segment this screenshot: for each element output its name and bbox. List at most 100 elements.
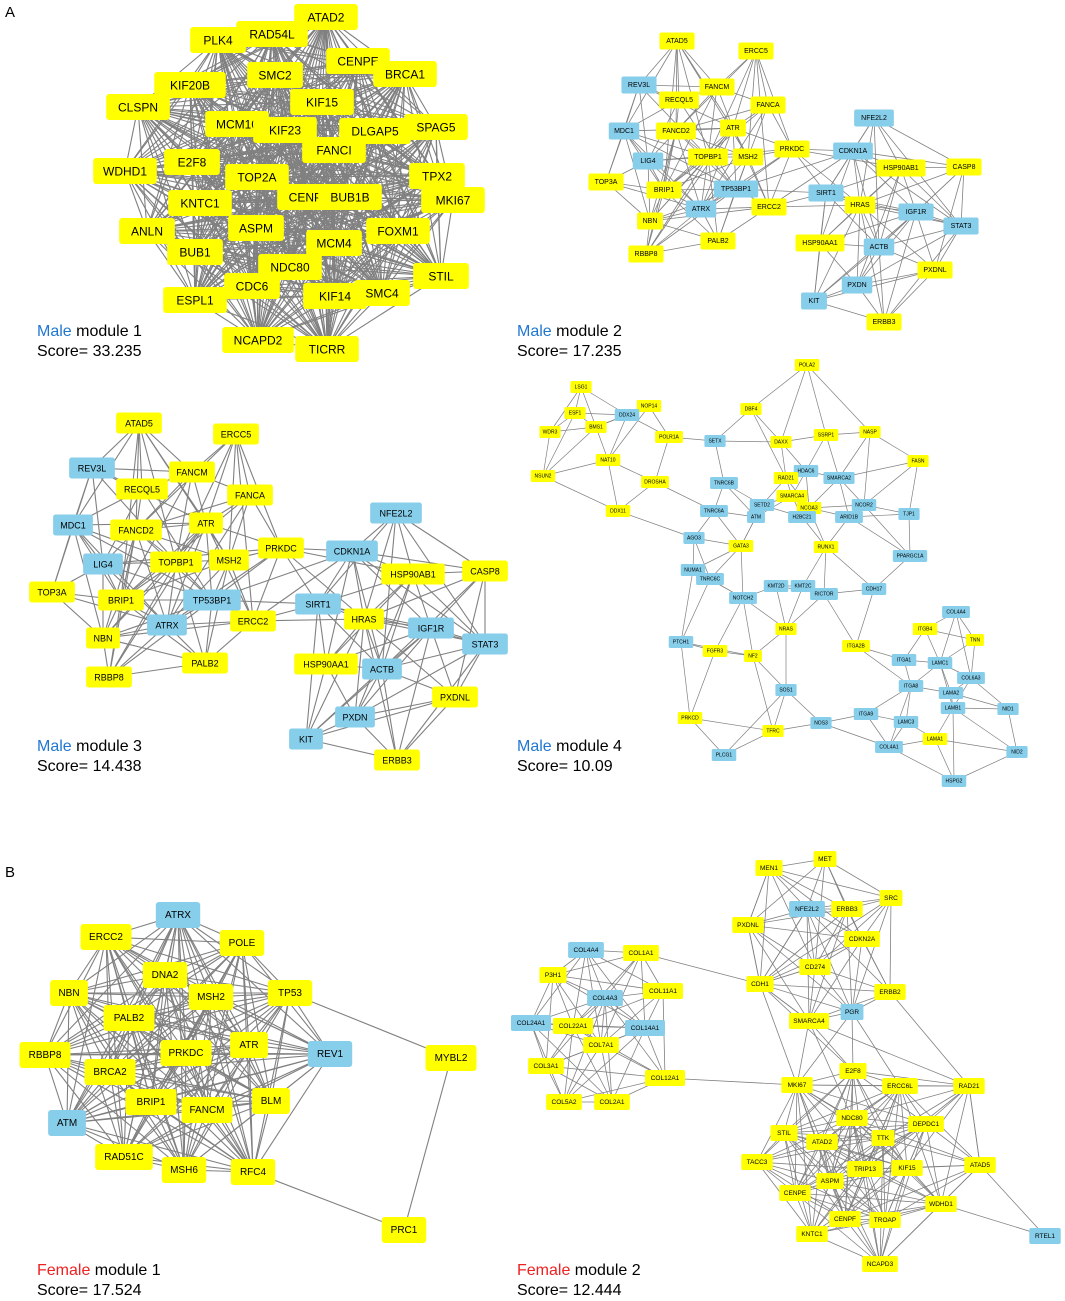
edge	[884, 1164, 981, 1221]
node-box	[879, 890, 903, 906]
node-box	[840, 1004, 864, 1020]
edge	[689, 717, 725, 756]
gene-node-tnrc6b: TNRC6B	[710, 477, 738, 489]
node-box	[432, 686, 478, 708]
gene-node-cdkn2a: CDKN2A	[844, 931, 880, 947]
node-box	[898, 508, 920, 520]
node-box	[84, 1059, 136, 1085]
edge	[607, 405, 650, 461]
edge	[794, 1085, 901, 1194]
edge	[759, 983, 798, 1086]
node-box	[318, 184, 382, 210]
gene-node-top3a: TOP3A	[29, 581, 75, 603]
node-box	[160, 1040, 212, 1066]
edge	[700, 127, 734, 210]
gene-node-nras: NRAS	[775, 623, 797, 635]
gene-node-ttk: TTK	[871, 1130, 895, 1146]
edge	[856, 225, 962, 286]
node-box	[258, 537, 304, 559]
node-box	[861, 583, 887, 595]
gene-node-recql5: RECQL5	[116, 478, 168, 500]
gene-node-troap: TROAP	[869, 1212, 901, 1228]
node-box	[774, 140, 810, 158]
edge	[829, 1085, 901, 1182]
node-box	[844, 196, 876, 214]
sex-label: Male	[517, 323, 552, 340]
gene-node-ncapd3: NCAPD3	[862, 1256, 898, 1272]
edge	[638, 84, 709, 158]
edge	[825, 546, 875, 590]
gene-node-rad21: RAD21	[773, 472, 799, 484]
caption-male-module-2: Male module 2 Score= 17.235	[517, 322, 622, 362]
edge	[756, 1070, 854, 1163]
gene-node-fanci: FANCI	[302, 137, 366, 163]
node-label: MET	[818, 856, 832, 863]
edge	[756, 1084, 798, 1163]
gene-node-brca1: BRCA1	[373, 61, 437, 87]
node-label: BRIP1	[137, 1097, 166, 1108]
gene-node-nos3: NOS3	[810, 717, 832, 729]
edge	[851, 1011, 854, 1072]
edge	[210, 996, 254, 1173]
node-label: NBN	[58, 988, 79, 999]
node-label: KNTC1	[801, 1231, 823, 1238]
edge	[644, 1027, 666, 1079]
node-label: ERBB3	[836, 906, 858, 913]
edge	[199, 202, 259, 341]
gene-node-tnrc6a: TNRC6A	[700, 505, 728, 517]
node-box	[354, 280, 410, 306]
edge	[66, 974, 166, 1124]
edge	[542, 431, 551, 477]
node-label: MDC1	[614, 128, 634, 135]
module-title: Male module 4	[517, 737, 622, 757]
node-label: COL6A3	[961, 676, 980, 682]
node-box	[219, 930, 265, 956]
node-box	[776, 490, 808, 502]
node-label: COL4A1	[879, 745, 898, 751]
gene-node-esf1: ESF1	[564, 407, 586, 419]
node-box	[876, 159, 926, 177]
edge	[199, 202, 253, 287]
edge	[194, 149, 335, 253]
node-label: CDC6	[236, 280, 269, 294]
edge	[852, 1070, 908, 1169]
edge	[146, 39, 219, 232]
node-label: NUMA1	[684, 568, 702, 574]
sex-label: Male	[517, 738, 552, 755]
node-box	[964, 1157, 996, 1173]
edge	[968, 1085, 981, 1166]
node-box	[891, 654, 917, 666]
node-label: CD274	[805, 964, 826, 971]
edge	[305, 618, 365, 740]
edge	[939, 662, 954, 709]
node-label: COL11A1	[649, 988, 677, 995]
node-box	[699, 78, 735, 96]
node-label: RBBP8	[29, 1050, 62, 1061]
node-label: COL3A1	[534, 1063, 559, 1070]
node-label: CDKN2A	[849, 936, 876, 943]
gene-node-wdr3: WDR3	[539, 426, 561, 438]
node-box	[927, 657, 953, 669]
gene-node-brip1: BRIP1	[98, 589, 144, 611]
edge	[756, 1117, 853, 1163]
edge	[44, 992, 291, 1056]
edge	[796, 1020, 810, 1086]
node-box	[462, 633, 508, 655]
node-label: NBN	[93, 634, 112, 644]
edge	[794, 1192, 942, 1205]
node-box	[222, 327, 294, 353]
node-box	[710, 477, 738, 489]
node-label: HDAC6	[798, 469, 815, 475]
gene-node-hspg2: HSPG2	[941, 775, 967, 787]
gene-node-kif15: KIF15	[290, 89, 354, 115]
node-label: PALB2	[707, 238, 728, 245]
node-box	[69, 457, 115, 479]
gene-node-nat10: NAT10	[595, 454, 621, 466]
node-label: ATAD2	[812, 1139, 832, 1146]
node-label: COL14A1	[631, 1025, 660, 1032]
gene-node-tp53: TP53	[267, 980, 313, 1006]
node-box	[683, 532, 705, 544]
edge	[851, 1117, 866, 1170]
node-box	[205, 111, 269, 137]
edge	[747, 924, 810, 1022]
